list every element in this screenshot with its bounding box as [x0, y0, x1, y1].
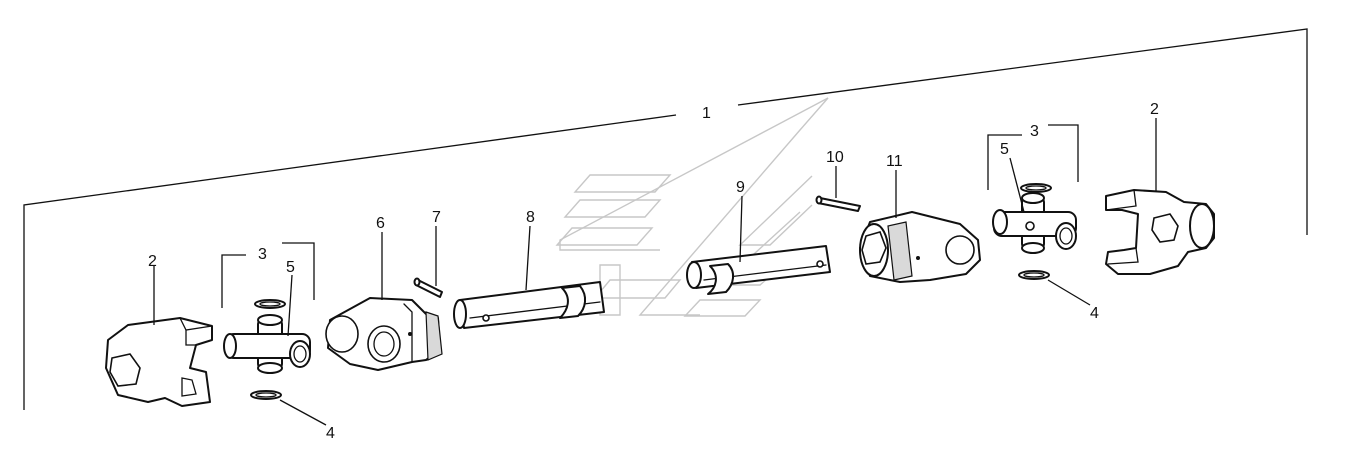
watermark-logo: [555, 97, 829, 317]
universal-cross-left: [223, 299, 311, 400]
callout-4-right: 4: [1090, 305, 1099, 322]
outer-yoke: [859, 211, 981, 283]
callout-2-right: 2: [1150, 101, 1159, 118]
inner-yoke: [325, 297, 443, 371]
spring-pin-7: [413, 277, 443, 298]
callout-4-left: 4: [326, 425, 335, 442]
callout-8: 8: [526, 209, 535, 226]
spring-pin-10: [815, 195, 861, 212]
callout-9: 9: [736, 179, 745, 196]
callout-3-right: 3: [1030, 123, 1039, 140]
inner-profile-tube: [686, 245, 831, 295]
callout-7: 7: [432, 209, 441, 226]
callout-5-right: 5: [1000, 141, 1009, 158]
callout-1: 1: [702, 105, 711, 122]
callout-10: 10: [826, 149, 844, 166]
callout-2-left: 2: [148, 253, 157, 270]
callout-5-left: 5: [286, 259, 295, 276]
assembly-bracket: [23, 28, 1308, 410]
callout-11: 11: [886, 153, 903, 170]
universal-cross-right: [992, 183, 1077, 280]
callout-3-left: 3: [258, 246, 267, 263]
callout-6: 6: [376, 215, 385, 232]
flange-yoke-right: [1105, 189, 1215, 275]
flange-yoke-left: [105, 317, 213, 407]
outer-profile-tube: [453, 281, 605, 329]
